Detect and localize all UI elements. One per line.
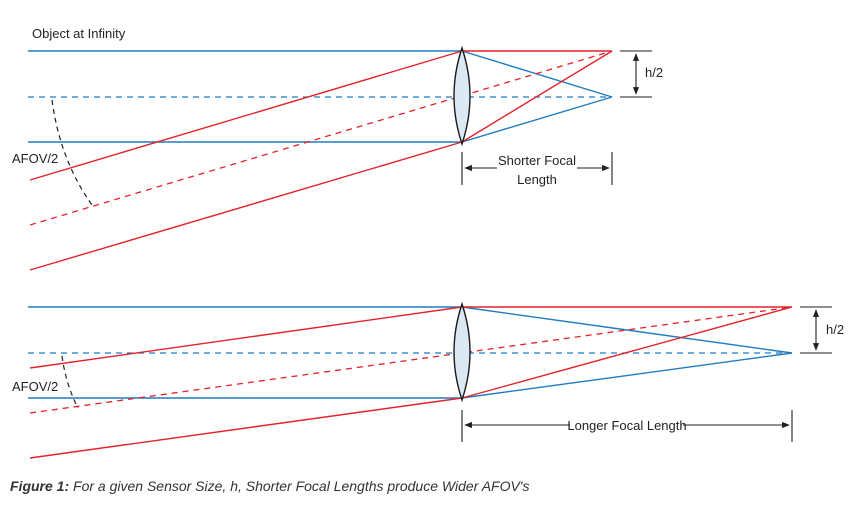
top-red-ray-lower bbox=[29, 141, 463, 271]
top-afov-arc bbox=[51, 99, 93, 206]
top-h-label: h/2 bbox=[645, 65, 663, 80]
shorter-focal-label-line1: Shorter Focal bbox=[498, 153, 576, 168]
top-afov-label: AFOV/2 bbox=[12, 151, 58, 166]
bottom-h-label: h/2 bbox=[826, 322, 844, 337]
top-red-chief-ray bbox=[29, 50, 613, 226]
top-red-converge-lower bbox=[461, 50, 613, 143]
object-at-infinity-label: Object at Infinity bbox=[32, 26, 126, 41]
longer-focal-label: Longer Focal Length bbox=[567, 418, 686, 433]
focal-length-afov-diagram: Object at Infinity AFOV/2 h/2 Shorter Fo… bbox=[12, 26, 844, 459]
bottom-diagram: AFOV/2 h/2 Longer Focal Length bbox=[12, 301, 844, 459]
bottom-afov-arc bbox=[61, 355, 79, 409]
figure-caption-prefix: Figure 1: bbox=[10, 478, 70, 494]
shorter-focal-label-line2: Length bbox=[517, 172, 557, 187]
bottom-afov-label: AFOV/2 bbox=[12, 379, 58, 394]
bottom-red-ray-lower bbox=[29, 397, 463, 459]
top-lens bbox=[453, 45, 471, 147]
bottom-red-chief-ray bbox=[29, 306, 793, 414]
top-blue-converge-lower bbox=[461, 96, 613, 143]
bottom-lens bbox=[453, 301, 471, 403]
bottom-blue-converge-lower bbox=[461, 352, 793, 399]
top-red-ray-upper bbox=[29, 50, 463, 181]
bottom-blue-converge-upper bbox=[461, 306, 793, 354]
bottom-red-ray-upper bbox=[29, 306, 463, 369]
figure-caption-text: For a given Sensor Size, h, Shorter Foca… bbox=[69, 478, 530, 494]
top-diagram: Object at Infinity AFOV/2 h/2 Shorter Fo… bbox=[12, 26, 663, 271]
figure-caption: Figure 1: For a given Sensor Size, h, Sh… bbox=[10, 478, 529, 494]
bottom-red-converge-lower bbox=[461, 306, 793, 399]
